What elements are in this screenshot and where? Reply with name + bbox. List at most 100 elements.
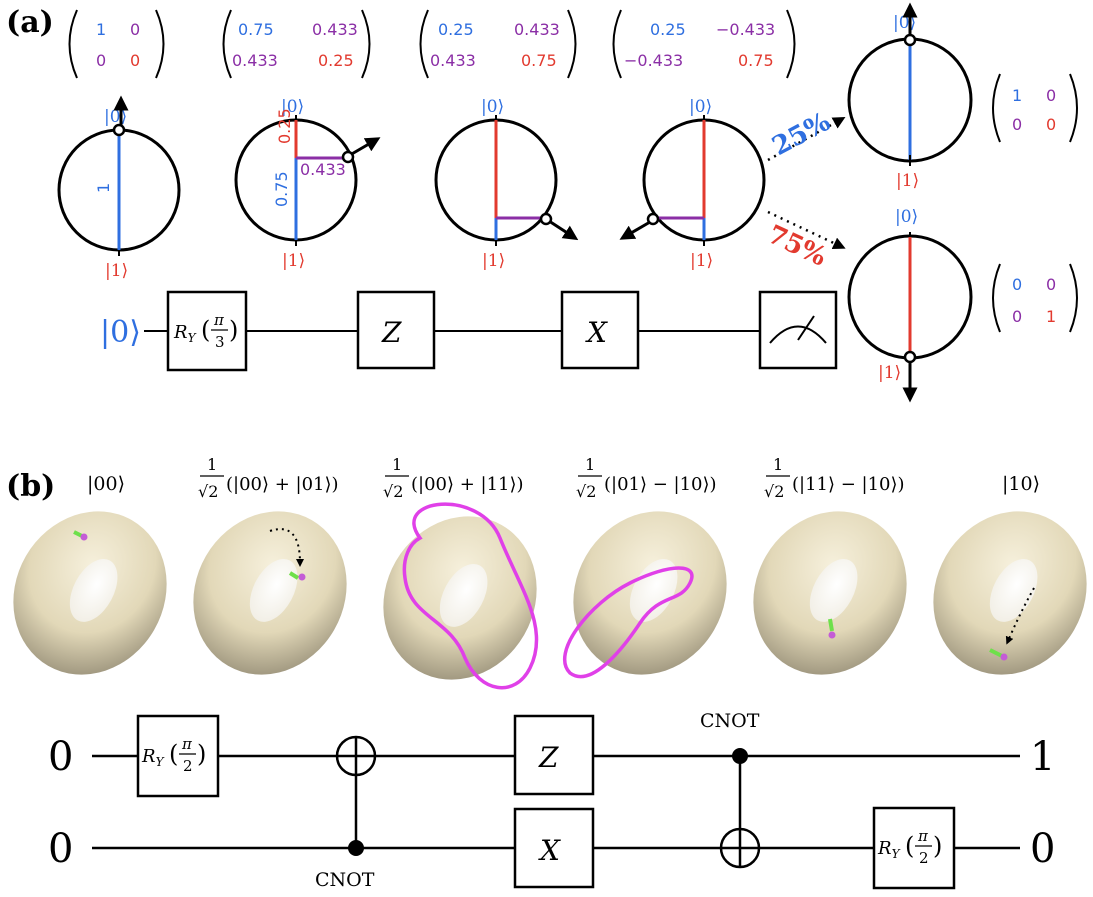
gate-ry-bottom bbox=[872, 806, 956, 890]
outcome-matrix-up: 1 0 0 0 bbox=[992, 73, 1078, 143]
state-expr-3: (|01⟩ − |10⟩) bbox=[604, 474, 717, 495]
md-11: 1 bbox=[1046, 307, 1056, 326]
measurement-branches: 25% 75% bbox=[763, 107, 846, 273]
state-point bbox=[828, 631, 836, 639]
measurement-gate bbox=[758, 290, 838, 370]
mu-10: 0 bbox=[1012, 115, 1022, 134]
single-qubit-circuit: |0⟩ RY ( π 3 ) Z X bbox=[100, 290, 838, 372]
prob-25: 25% bbox=[767, 107, 835, 162]
ket1-label-out-down: |1⟩ bbox=[878, 363, 901, 383]
ry-sub-a: Y bbox=[188, 331, 197, 345]
len-top-2: 0.25 bbox=[275, 108, 294, 144]
gate-x-a bbox=[560, 290, 640, 370]
ry-den-a: 3 bbox=[215, 333, 225, 351]
state-point bbox=[80, 533, 88, 541]
svg-text:(: ( bbox=[905, 832, 914, 860]
gate-ry-pi3 bbox=[166, 290, 248, 372]
ry-sub-b2: Y bbox=[892, 847, 901, 861]
ket0-label-4: |0⟩ bbox=[689, 97, 712, 117]
coef-den-4: √2 bbox=[764, 482, 784, 501]
coef-num-2: 1 bbox=[392, 455, 402, 474]
torus-1 bbox=[193, 511, 347, 675]
gate-x-b bbox=[513, 807, 595, 889]
meter-icon bbox=[769, 325, 827, 344]
circuit-input-ket: |0⟩ bbox=[100, 315, 141, 350]
density-matrix-2: 0.75 0.433 0.433 0.25 bbox=[222, 9, 371, 79]
m3-11: 0.75 bbox=[521, 51, 557, 70]
m3-00: 0.25 bbox=[438, 20, 474, 39]
meter-needle-icon bbox=[797, 315, 815, 341]
state-label-5: |10⟩ bbox=[1002, 473, 1040, 495]
state-circle-1: |0⟩ 1 |1⟩ bbox=[57, 95, 181, 281]
state-vector-tip bbox=[989, 648, 1003, 658]
ket0-label-out-up: |0⟩ bbox=[893, 13, 916, 33]
state-expr-4: (|11⟩ − |10⟩) bbox=[792, 474, 905, 495]
ket1-label-4: |1⟩ bbox=[690, 251, 713, 271]
svg-text:RY: RY bbox=[141, 746, 165, 769]
ry-den-b2: 2 bbox=[919, 849, 929, 867]
m2-01: 0.433 bbox=[312, 20, 358, 39]
two-qubit-circuit: 0 0 1 0 RY ( π 2 ) CNOT Z X CNOT bbox=[48, 710, 1055, 891]
state-expr-1: (|00⟩ + |01⟩) bbox=[226, 474, 339, 495]
torus-4 bbox=[753, 511, 907, 675]
m2-11: 0.25 bbox=[318, 51, 354, 70]
md-10: 0 bbox=[1012, 307, 1022, 326]
gate-z-b bbox=[513, 714, 595, 796]
density-matrix-1: 1 0 0 0 bbox=[68, 9, 165, 79]
svg-text:RY: RY bbox=[877, 838, 901, 861]
svg-text:): ) bbox=[197, 740, 206, 768]
state-ket-00: |00⟩ bbox=[87, 473, 125, 495]
torus-0 bbox=[13, 511, 167, 675]
len-bottom-2: 0.75 bbox=[272, 171, 291, 207]
density-matrix-4: 0.25 −0.433 −0.433 0.75 bbox=[612, 9, 796, 79]
entanglement-loop bbox=[402, 502, 539, 690]
len-horiz-2: 0.433 bbox=[300, 160, 346, 179]
coef-den-1: √2 bbox=[198, 482, 218, 501]
ket1-label-3: |1⟩ bbox=[482, 251, 505, 271]
state-label-1: 1 √2 (|00⟩ + |01⟩) bbox=[198, 455, 339, 501]
m4-00: 0.25 bbox=[650, 20, 686, 39]
ry-symbol-b2: R bbox=[877, 838, 892, 859]
coef-num-1: 1 bbox=[207, 455, 217, 474]
mu-00: 1 bbox=[1012, 86, 1022, 105]
coef-den-3: √2 bbox=[576, 482, 596, 501]
segment-length-1: 1 bbox=[94, 183, 113, 193]
state-vector-tip bbox=[828, 618, 834, 632]
prob-75: 75% bbox=[763, 220, 831, 273]
state-circle-3: |0⟩ |1⟩ bbox=[434, 97, 579, 271]
m4-10: −0.433 bbox=[624, 51, 683, 70]
ket1-label-2: |1⟩ bbox=[282, 251, 305, 271]
ket1-label-1: |1⟩ bbox=[105, 261, 128, 281]
svg-text:RY: RY bbox=[173, 322, 197, 345]
state-point bbox=[1000, 653, 1008, 661]
m3-01: 0.433 bbox=[514, 20, 560, 39]
outcome-circle-0: |0⟩ |1⟩ bbox=[847, 2, 973, 191]
gate-z-label-b: Z bbox=[538, 741, 559, 774]
panel-a-label: (a) bbox=[6, 5, 54, 40]
mu-11: 0 bbox=[1046, 115, 1056, 134]
ket1-label-out-up: |1⟩ bbox=[896, 171, 919, 191]
m1-00: 1 bbox=[96, 20, 106, 39]
m4-11: 0.75 bbox=[738, 51, 774, 70]
mu-01: 0 bbox=[1046, 86, 1056, 105]
state-label-2: 1 √2 (|00⟩ + |11⟩) bbox=[383, 455, 524, 501]
ket0-label-3: |0⟩ bbox=[481, 97, 504, 117]
m1-10: 0 bbox=[96, 51, 106, 70]
cnot-label-2: CNOT bbox=[700, 710, 760, 732]
torus-5 bbox=[933, 511, 1087, 675]
output-bottom: 0 bbox=[1030, 826, 1055, 872]
output-top: 1 bbox=[1030, 734, 1055, 780]
state-vector-tip bbox=[288, 571, 300, 580]
state-label-0: |00⟩ bbox=[87, 473, 125, 495]
gate-x-label-b: X bbox=[538, 834, 561, 867]
state-label-3: 1 √2 (|01⟩ − |10⟩) bbox=[576, 455, 717, 501]
state-circle-2: |0⟩ 0.25 0.75 0.433 |1⟩ bbox=[234, 97, 381, 271]
gate-ry-top bbox=[136, 714, 220, 798]
entanglement-loop bbox=[562, 566, 694, 679]
input-bottom: 0 bbox=[48, 826, 73, 872]
md-01: 0 bbox=[1046, 275, 1056, 294]
svg-text:(: ( bbox=[201, 316, 210, 344]
m2-00: 0.75 bbox=[238, 20, 274, 39]
ket0-label-out-down: |0⟩ bbox=[895, 207, 918, 227]
cnot-label-1: CNOT bbox=[315, 869, 375, 891]
